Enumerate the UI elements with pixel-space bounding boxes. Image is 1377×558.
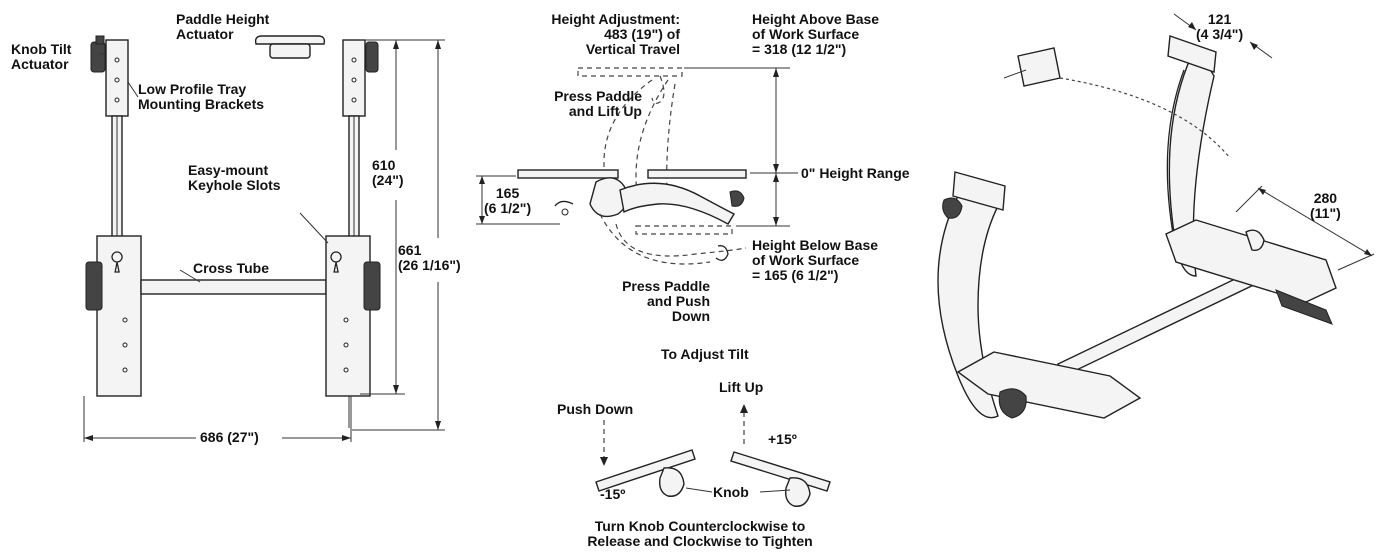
dimension-661: 661 (26 1/16") — [398, 242, 461, 273]
height-above-label: Height Above Base of Work Surface = 318 … — [752, 11, 880, 57]
dimension-165: 165 (6 1/2") — [484, 185, 532, 216]
plus-15-label: +15º — [768, 431, 797, 447]
height-adjustment-view — [476, 67, 798, 265]
press-paddle-lift-label: Press Paddle and Lift Up — [554, 88, 642, 119]
tilt-title: To Adjust Tilt — [661, 346, 749, 362]
knob-label: Knob — [713, 484, 749, 500]
front-view-dimensions — [83, 39, 445, 442]
tilt-adjust-view — [595, 404, 831, 507]
lift-up-label: Lift Up — [719, 379, 764, 395]
dimension-610: 610 (24") — [372, 157, 404, 188]
low-profile-brackets-label: Low Profile Tray Mounting Brackets — [138, 81, 265, 112]
dimension-686: 686 (27") — [200, 429, 259, 445]
zero-height-range-label: 0" Height Range — [801, 165, 910, 181]
dimension-280: 280 (11") — [1310, 190, 1341, 221]
front-view-assembly — [85, 35, 381, 428]
paddle-height-actuator-label: Paddle Height Actuator — [176, 11, 270, 42]
height-adjustment-label: Height Adjustment: 483 (19") of Vertical… — [551, 11, 680, 57]
push-down-label: Push Down — [557, 401, 634, 417]
press-paddle-push-label: Press Paddle and Push Down — [622, 278, 710, 324]
knob-tilt-actuator-label: Knob Tilt Actuator — [11, 41, 72, 72]
cross-tube-label: Cross Tube — [193, 260, 269, 276]
isometric-view — [937, 13, 1375, 419]
dimension-121: 121 (4 3/4") — [1196, 11, 1244, 42]
minus-15-label: -15º — [600, 486, 626, 502]
height-below-label: Height Below Base of Work Surface = 165 … — [752, 237, 879, 283]
keyhole-slots-label: Easy-mount Keyhole Slots — [188, 162, 281, 193]
turn-knob-instruction: Turn Knob Counterclockwise to Release an… — [587, 518, 813, 549]
